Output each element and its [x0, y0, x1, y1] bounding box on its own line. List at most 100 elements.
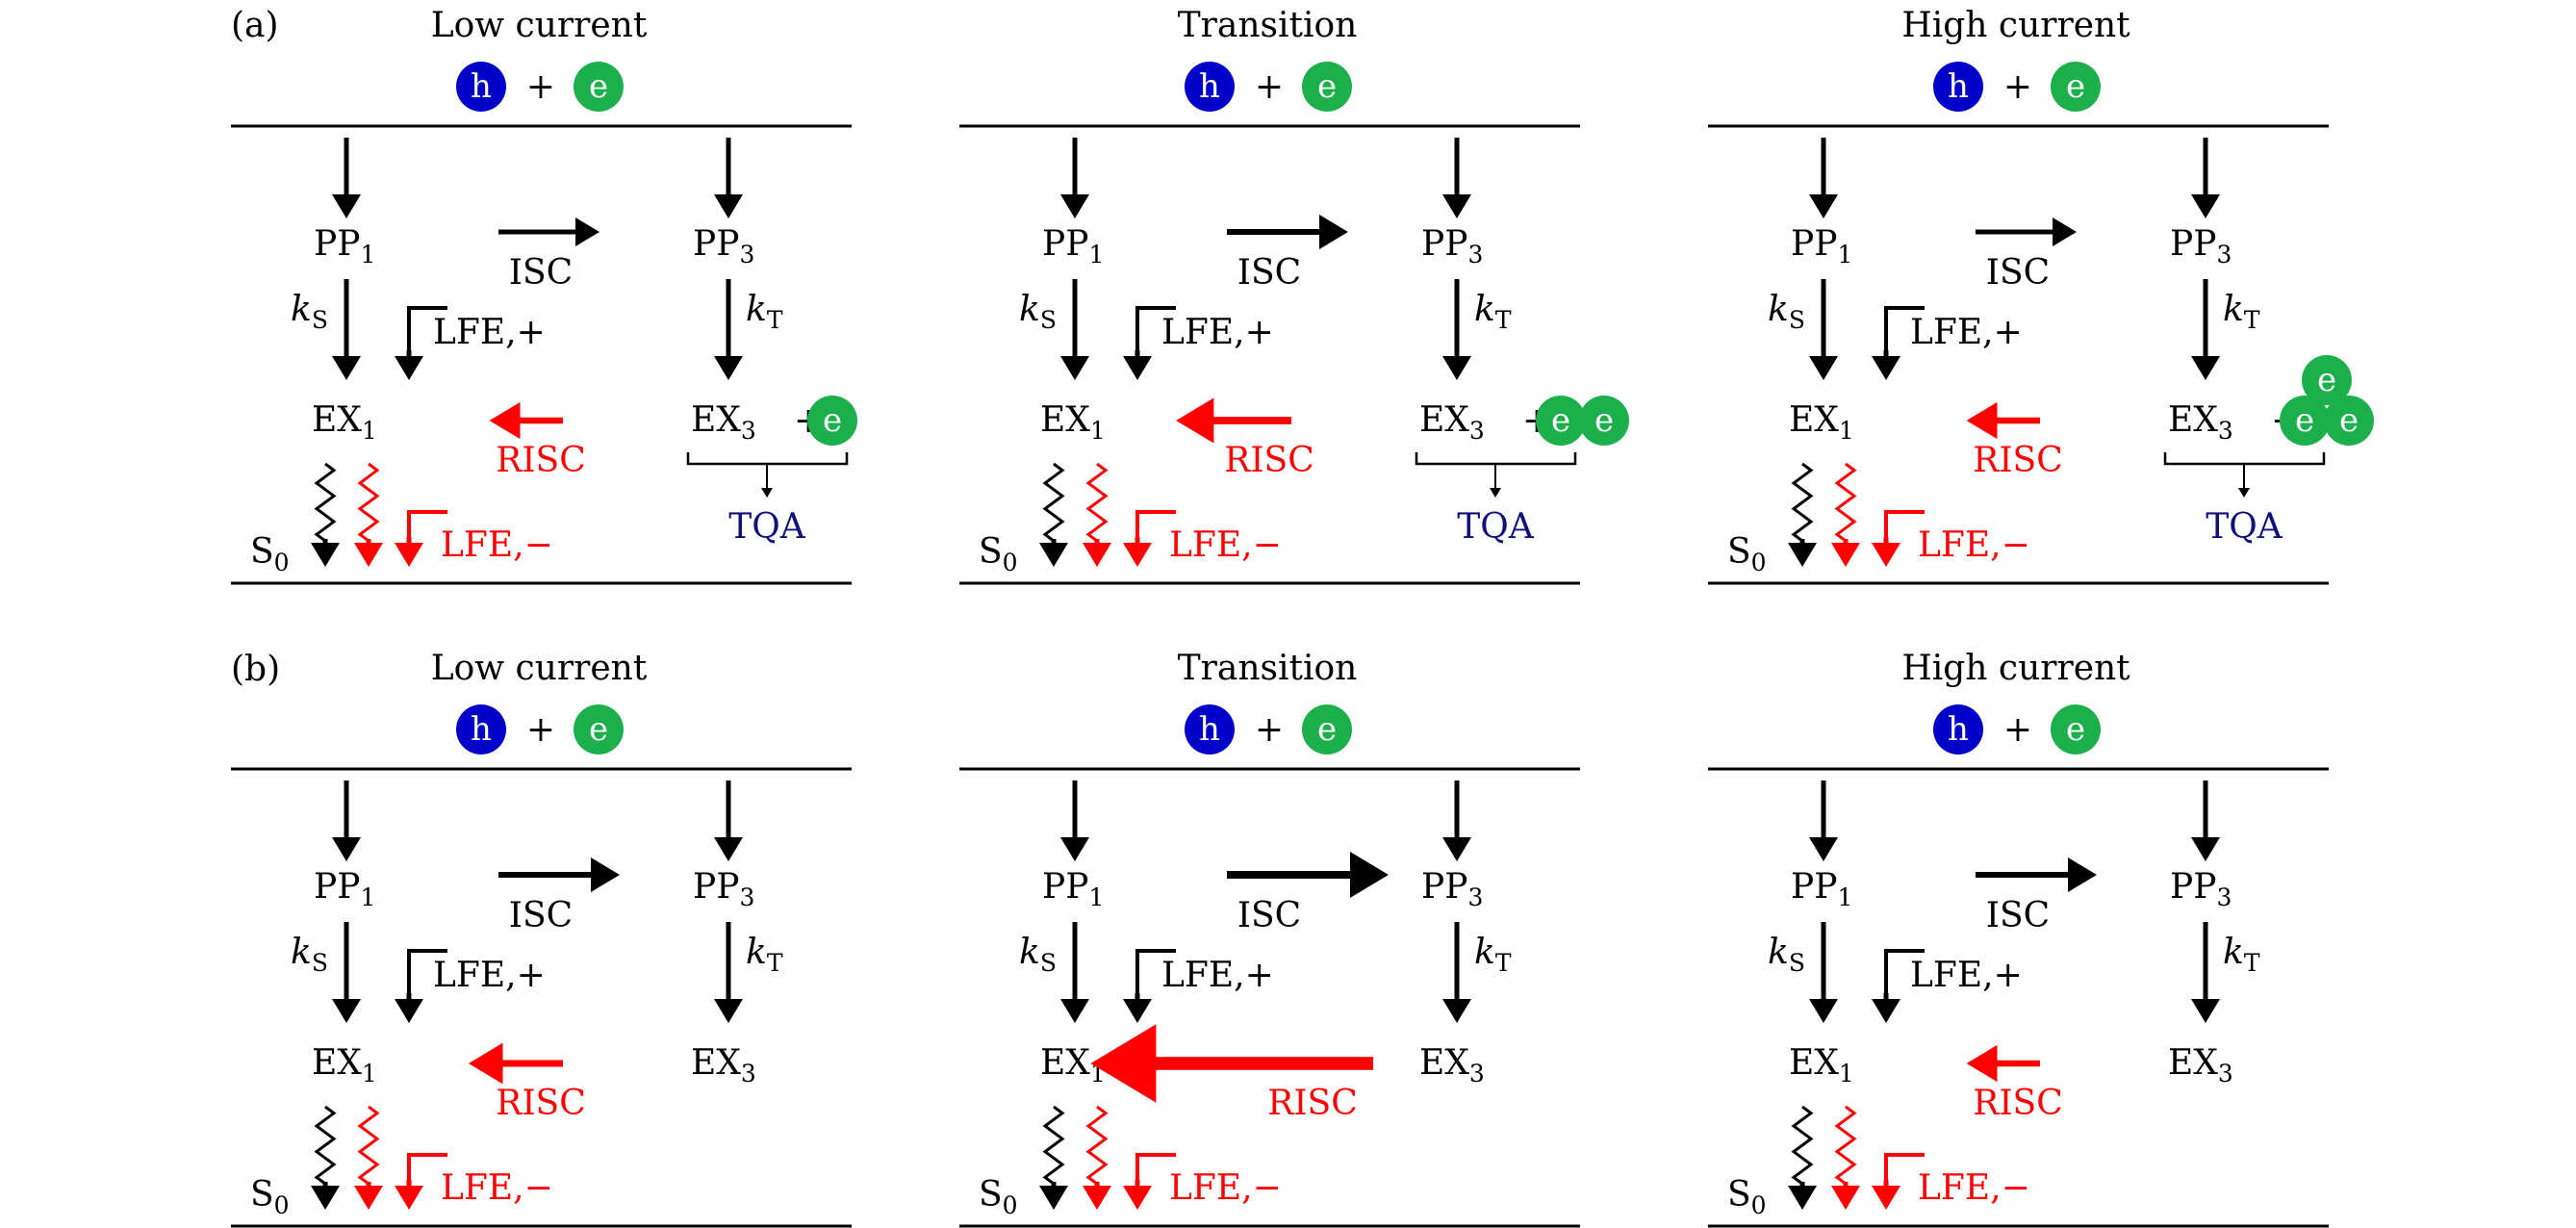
tqa-label: TQA: [1457, 507, 1535, 547]
ex1-label: EX1: [1040, 1043, 1106, 1087]
risc-label: RISC: [1973, 1084, 2063, 1123]
lfe-minus-label: LFE,−: [1918, 525, 2030, 565]
s0-label: S0: [250, 532, 290, 576]
hole-charge: h: [456, 62, 506, 112]
electron-charge: e: [2051, 704, 2101, 755]
svg-text:h: h: [471, 67, 492, 106]
nonradiative-decay-red: [354, 1105, 383, 1210]
pp1-label: PP1: [1791, 867, 1852, 911]
svg-text:e: e: [1317, 710, 1337, 749]
svg-text:h: h: [1199, 67, 1220, 106]
ex3-label: EX3: [691, 400, 756, 445]
lfe-plus-arrow: [1872, 949, 1925, 1023]
panel-title: High current: [1901, 6, 2130, 45]
lfe-minus-label: LFE,−: [441, 525, 553, 565]
kt-label: kT: [746, 290, 783, 334]
ks-label: kS: [1768, 290, 1805, 334]
lfe-minus-arrow: [395, 510, 447, 567]
tqa-bracket: [1415, 452, 1577, 466]
risc-label: RISC: [496, 441, 586, 480]
tqa-bracket: [686, 452, 849, 466]
lfe-minus-label: LFE,−: [1169, 1168, 1282, 1208]
isc-label: ISC: [509, 896, 573, 935]
svg-text:e: e: [589, 67, 608, 106]
isc-label: ISC: [1237, 896, 1301, 935]
svg-text:e: e: [1594, 401, 1614, 440]
s0-label: S0: [1727, 1175, 1767, 1219]
pp1-label: PP1: [1042, 224, 1104, 269]
svg-text:e: e: [1317, 67, 1337, 106]
svg-text:e: e: [2295, 401, 2314, 440]
hole-charge: h: [1933, 62, 1983, 112]
lfe-plus-label: LFE,+: [1161, 956, 1274, 995]
ex3-electron: e: [807, 396, 857, 446]
nonradiative-decay-black: [1039, 1105, 1068, 1210]
ex3-electron: e: [2324, 396, 2374, 446]
nonradiative-decay-black: [1788, 462, 1817, 567]
panel-row-a-label: (a): [231, 6, 279, 45]
ex1-label: EX1: [1789, 400, 1854, 445]
panel-title: Low current: [431, 6, 648, 45]
panel-title: Transition: [1178, 649, 1358, 688]
ex3-label: EX3: [2168, 400, 2233, 445]
nonradiative-decay-red: [1083, 1105, 1111, 1210]
svg-text:h: h: [471, 710, 492, 749]
pp3-label: PP3: [693, 867, 754, 911]
pp3-label: PP3: [2170, 224, 2232, 269]
ex3-label: EX3: [2168, 1043, 2233, 1087]
isc-label: ISC: [1986, 896, 2050, 935]
electron-charge: e: [2051, 62, 2101, 112]
kt-label: kT: [2223, 290, 2260, 334]
ks-label: kS: [1019, 290, 1057, 334]
risc-label: RISC: [1973, 441, 2063, 480]
risc-label: RISC: [1267, 1084, 1358, 1123]
ks-label: kS: [291, 933, 328, 977]
lfe-minus-arrow: [395, 1153, 447, 1210]
svg-text:e: e: [2317, 361, 2336, 399]
pp3-label: PP3: [693, 224, 754, 269]
pp1-label: PP1: [1042, 867, 1104, 911]
tqa-label: TQA: [2206, 507, 2283, 547]
svg-text:e: e: [823, 401, 842, 440]
lfe-plus-arrow: [395, 306, 447, 380]
s0-label: S0: [1727, 532, 1767, 576]
lfe-plus-arrow: [395, 949, 447, 1023]
electron-charge: e: [1302, 704, 1352, 755]
tqa-bracket: [2163, 452, 2326, 466]
pp1-label: PP1: [1791, 224, 1852, 269]
svg-text:e: e: [589, 710, 608, 749]
electron-charge: e: [1302, 62, 1352, 112]
svg-text:h: h: [1948, 710, 1969, 749]
isc-label: ISC: [509, 253, 573, 293]
plus-sign: +: [1255, 67, 1284, 107]
ks-label: kS: [291, 290, 328, 334]
ex3-label: EX3: [691, 1043, 756, 1087]
svg-text:e: e: [2066, 67, 2085, 106]
risc-label: RISC: [496, 1084, 586, 1123]
kt-label: kT: [1474, 290, 1512, 334]
pp3-label: PP3: [1421, 224, 1483, 269]
nonradiative-decay-red: [354, 462, 383, 567]
nonradiative-decay-red: [1831, 462, 1860, 567]
nonradiative-decay-black: [311, 462, 340, 567]
lfe-plus-arrow: [1123, 306, 1176, 380]
hole-charge: h: [1185, 62, 1235, 112]
lfe-plus-label: LFE,+: [1161, 313, 1274, 352]
nonradiative-decay-black: [311, 1105, 340, 1210]
nonradiative-decay-black: [1039, 462, 1068, 567]
pp3-label: PP3: [1421, 867, 1483, 911]
panel-title: High current: [1901, 649, 2130, 688]
lfe-minus-label: LFE,−: [1918, 1168, 2030, 1208]
hole-charge: h: [1185, 704, 1235, 755]
plus-sign: +: [526, 67, 555, 107]
s0-label: S0: [979, 532, 1018, 576]
pp1-label: PP1: [314, 224, 375, 269]
pp1-label: PP1: [314, 867, 375, 911]
